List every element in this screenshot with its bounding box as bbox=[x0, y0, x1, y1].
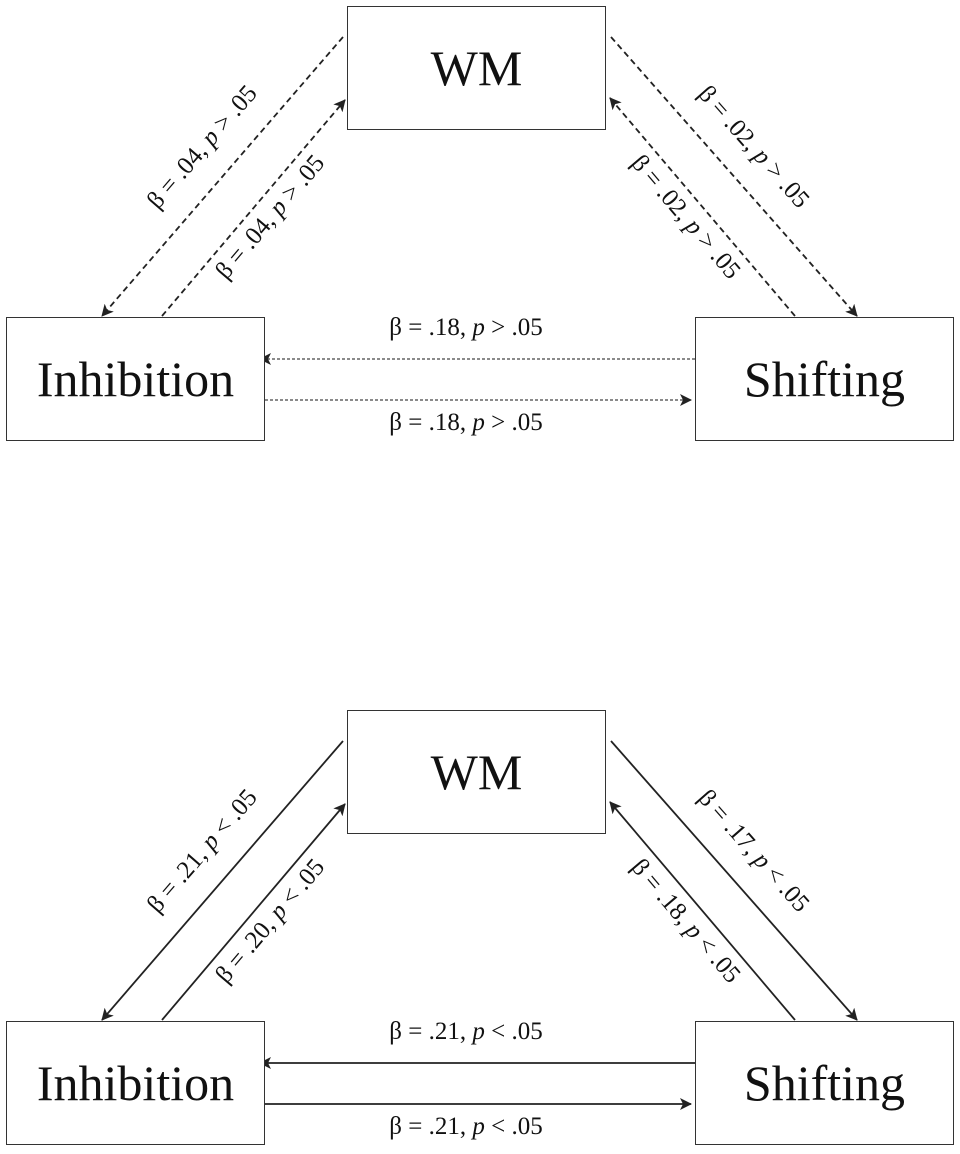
node-wm-label: WM bbox=[430, 744, 523, 800]
label-inhibition-to-shifting: β = .21, p < .05 bbox=[389, 1113, 542, 1140]
arrow-inhibition-to-wm bbox=[161, 803, 346, 1021]
path-arrows-top: β = .04, p > .05 β = .04, p > .05 β = .0… bbox=[101, 36, 858, 436]
arrow-shifting-to-wm bbox=[609, 801, 796, 1021]
node-shifting: Shifting bbox=[695, 1021, 954, 1145]
node-shifting-label: Shifting bbox=[743, 1055, 906, 1111]
label-wm-to-shifting: β = .02, p > .05 bbox=[693, 81, 815, 214]
arrow-wm-to-shifting bbox=[610, 740, 858, 1021]
node-inhibition-label: Inhibition bbox=[36, 1055, 235, 1111]
arrow-wm-to-inhibition bbox=[101, 740, 344, 1021]
node-wm-label: WM bbox=[430, 40, 523, 96]
label-wm-to-inhibition: β = .04, p > .05 bbox=[142, 80, 263, 214]
label-wm-to-inhibition: β = .21, p < .05 bbox=[142, 784, 263, 918]
label-shifting-to-inhibition: β = .18, p > .05 bbox=[389, 314, 542, 341]
arrow-inhibition-to-wm bbox=[161, 99, 346, 317]
node-inhibition: Inhibition bbox=[6, 1021, 265, 1145]
node-wm: WM bbox=[347, 6, 606, 130]
node-shifting-label: Shifting bbox=[743, 351, 906, 407]
diagram-panel-bottom: β = .21, p < .05 β = .20, p < .05 β = .1… bbox=[0, 704, 960, 1154]
label-shifting-to-inhibition: β = .21, p < .05 bbox=[389, 1018, 542, 1045]
node-inhibition: Inhibition bbox=[6, 317, 265, 441]
arrow-wm-to-shifting bbox=[610, 36, 858, 317]
label-shifting-to-wm: β = .02, p > .05 bbox=[626, 150, 746, 284]
path-arrows-bottom: β = .21, p < .05 β = .20, p < .05 β = .1… bbox=[101, 740, 858, 1140]
label-inhibition-to-shifting: β = .18, p > .05 bbox=[389, 409, 542, 436]
node-shifting: Shifting bbox=[695, 317, 954, 441]
diagram-panel-top: β = .04, p > .05 β = .04, p > .05 β = .0… bbox=[0, 0, 960, 450]
arrow-shifting-to-wm bbox=[609, 97, 796, 317]
node-inhibition-label: Inhibition bbox=[36, 351, 235, 407]
node-wm: WM bbox=[347, 710, 606, 834]
label-wm-to-shifting: β = .17, p < .05 bbox=[693, 785, 815, 918]
arrow-wm-to-inhibition bbox=[101, 36, 344, 317]
